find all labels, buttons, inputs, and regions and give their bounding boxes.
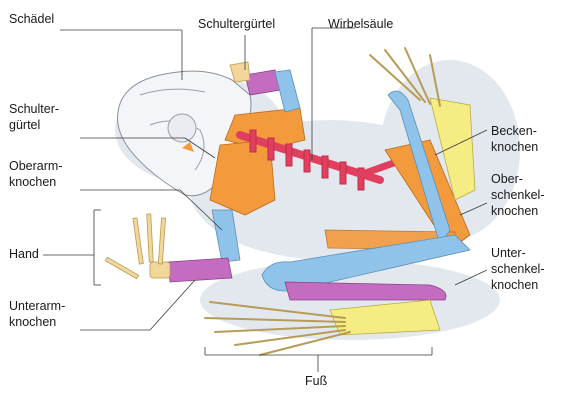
label-schaedel: Schädel (9, 12, 54, 27)
label-oberschenkel-1: Ober- (491, 172, 523, 187)
label-oberarm-2: knochen (9, 175, 56, 190)
label-unterschenkel-1: Unter- (491, 246, 526, 261)
label-schultergürtel-left-2: gürtel (9, 118, 40, 133)
label-fuss: Fuß (305, 374, 327, 389)
label-wirbelsaeule: Wirbelsäule (328, 17, 393, 32)
label-becken-2: knochen (491, 140, 538, 155)
label-unterschenkel-3: knochen (491, 278, 538, 293)
label-oberschenkel-2: schenkel- (491, 188, 545, 203)
label-unterschenkel-2: schenkel- (491, 262, 545, 277)
label-unterarm-2: knochen (9, 315, 56, 330)
label-unterarm-1: Unterarm- (9, 299, 65, 314)
front-limb (105, 210, 240, 282)
label-schultergürtel-top: Schultergürtel (198, 17, 275, 32)
label-hand: Hand (9, 247, 39, 262)
label-oberarm-1: Oberarm- (9, 159, 62, 174)
label-schultergürtel-left-1: Schulter- (9, 102, 59, 117)
label-becken-1: Becken- (491, 124, 537, 139)
label-oberschenkel-3: knochen (491, 204, 538, 219)
